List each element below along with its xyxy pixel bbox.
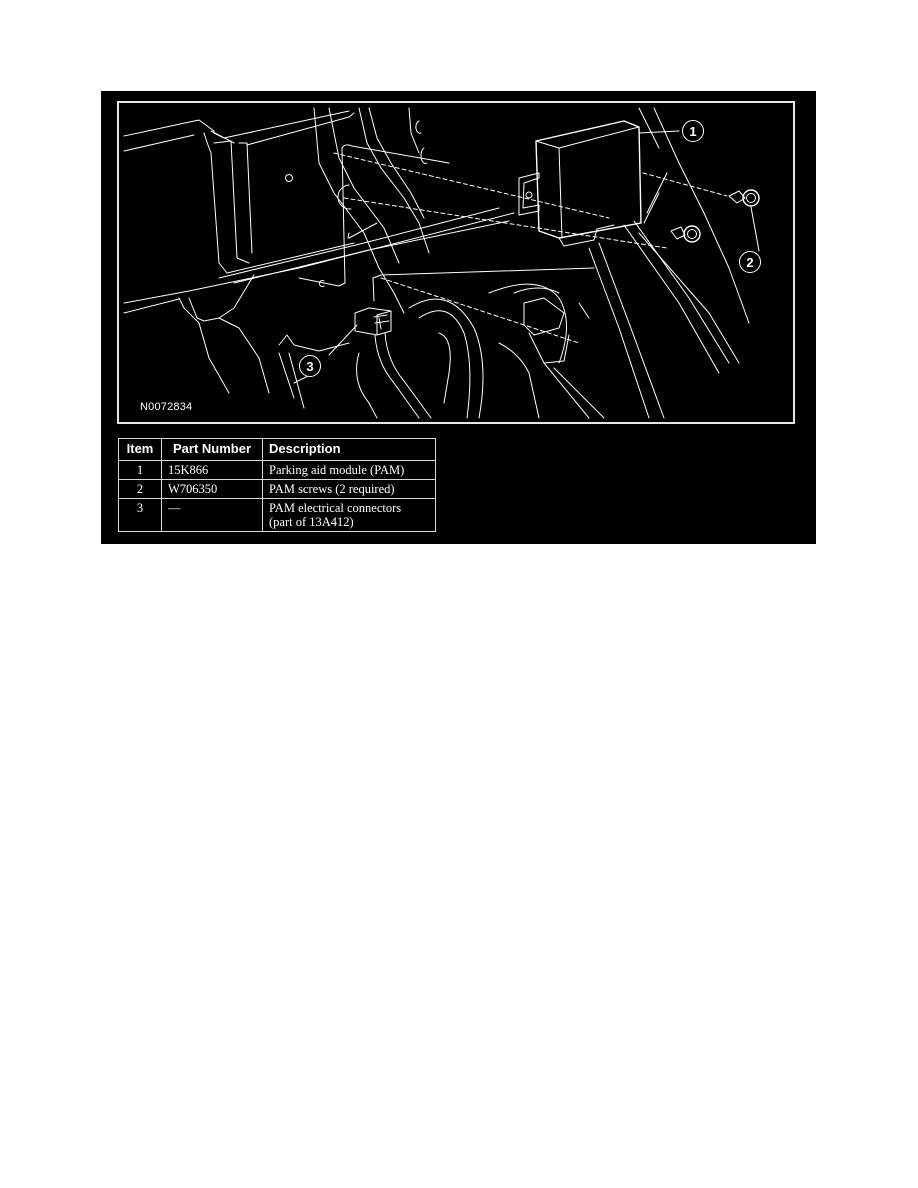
table-header-row: Item Part Number Description (118, 438, 436, 461)
cell-description: Parking aid module (PAM) (262, 460, 436, 480)
cell-item: 1 (118, 460, 162, 480)
description-line: PAM screws (2 required) (269, 482, 395, 496)
description-line: PAM electrical connectors (269, 501, 402, 515)
header-description: Description (262, 438, 436, 461)
description-line: (part of 13A412) (269, 515, 354, 529)
illustration-panel: 1 2 3 N0072834 Item Part Number Descript… (101, 91, 816, 544)
parts-table: Item Part Number Description 1 15K866 Pa… (118, 438, 436, 532)
cell-description: PAM electrical connectors (part of 13A41… (262, 498, 436, 532)
table-row: 3 — PAM electrical connectors (part of 1… (118, 498, 436, 532)
cell-part-number: — (161, 498, 263, 532)
cell-item: 3 (118, 498, 162, 532)
cell-part-number: W706350 (161, 479, 263, 499)
figure-id: N0072834 (140, 401, 193, 413)
cell-part-number: 15K866 (161, 460, 263, 480)
cell-item: 2 (118, 479, 162, 499)
header-item: Item (118, 438, 162, 461)
installation-diagram: 1 2 3 N0072834 (117, 101, 795, 424)
callout-1: 1 (682, 120, 704, 142)
cell-description: PAM screws (2 required) (262, 479, 436, 499)
description-line: Parking aid module (PAM) (269, 463, 405, 477)
table-row: 1 15K866 Parking aid module (PAM) (118, 460, 436, 480)
callout-2: 2 (739, 251, 761, 273)
header-part-number: Part Number (161, 438, 263, 461)
table-row: 2 W706350 PAM screws (2 required) (118, 479, 436, 499)
vehicle-line-art (123, 107, 760, 419)
callout-3: 3 (299, 355, 321, 377)
